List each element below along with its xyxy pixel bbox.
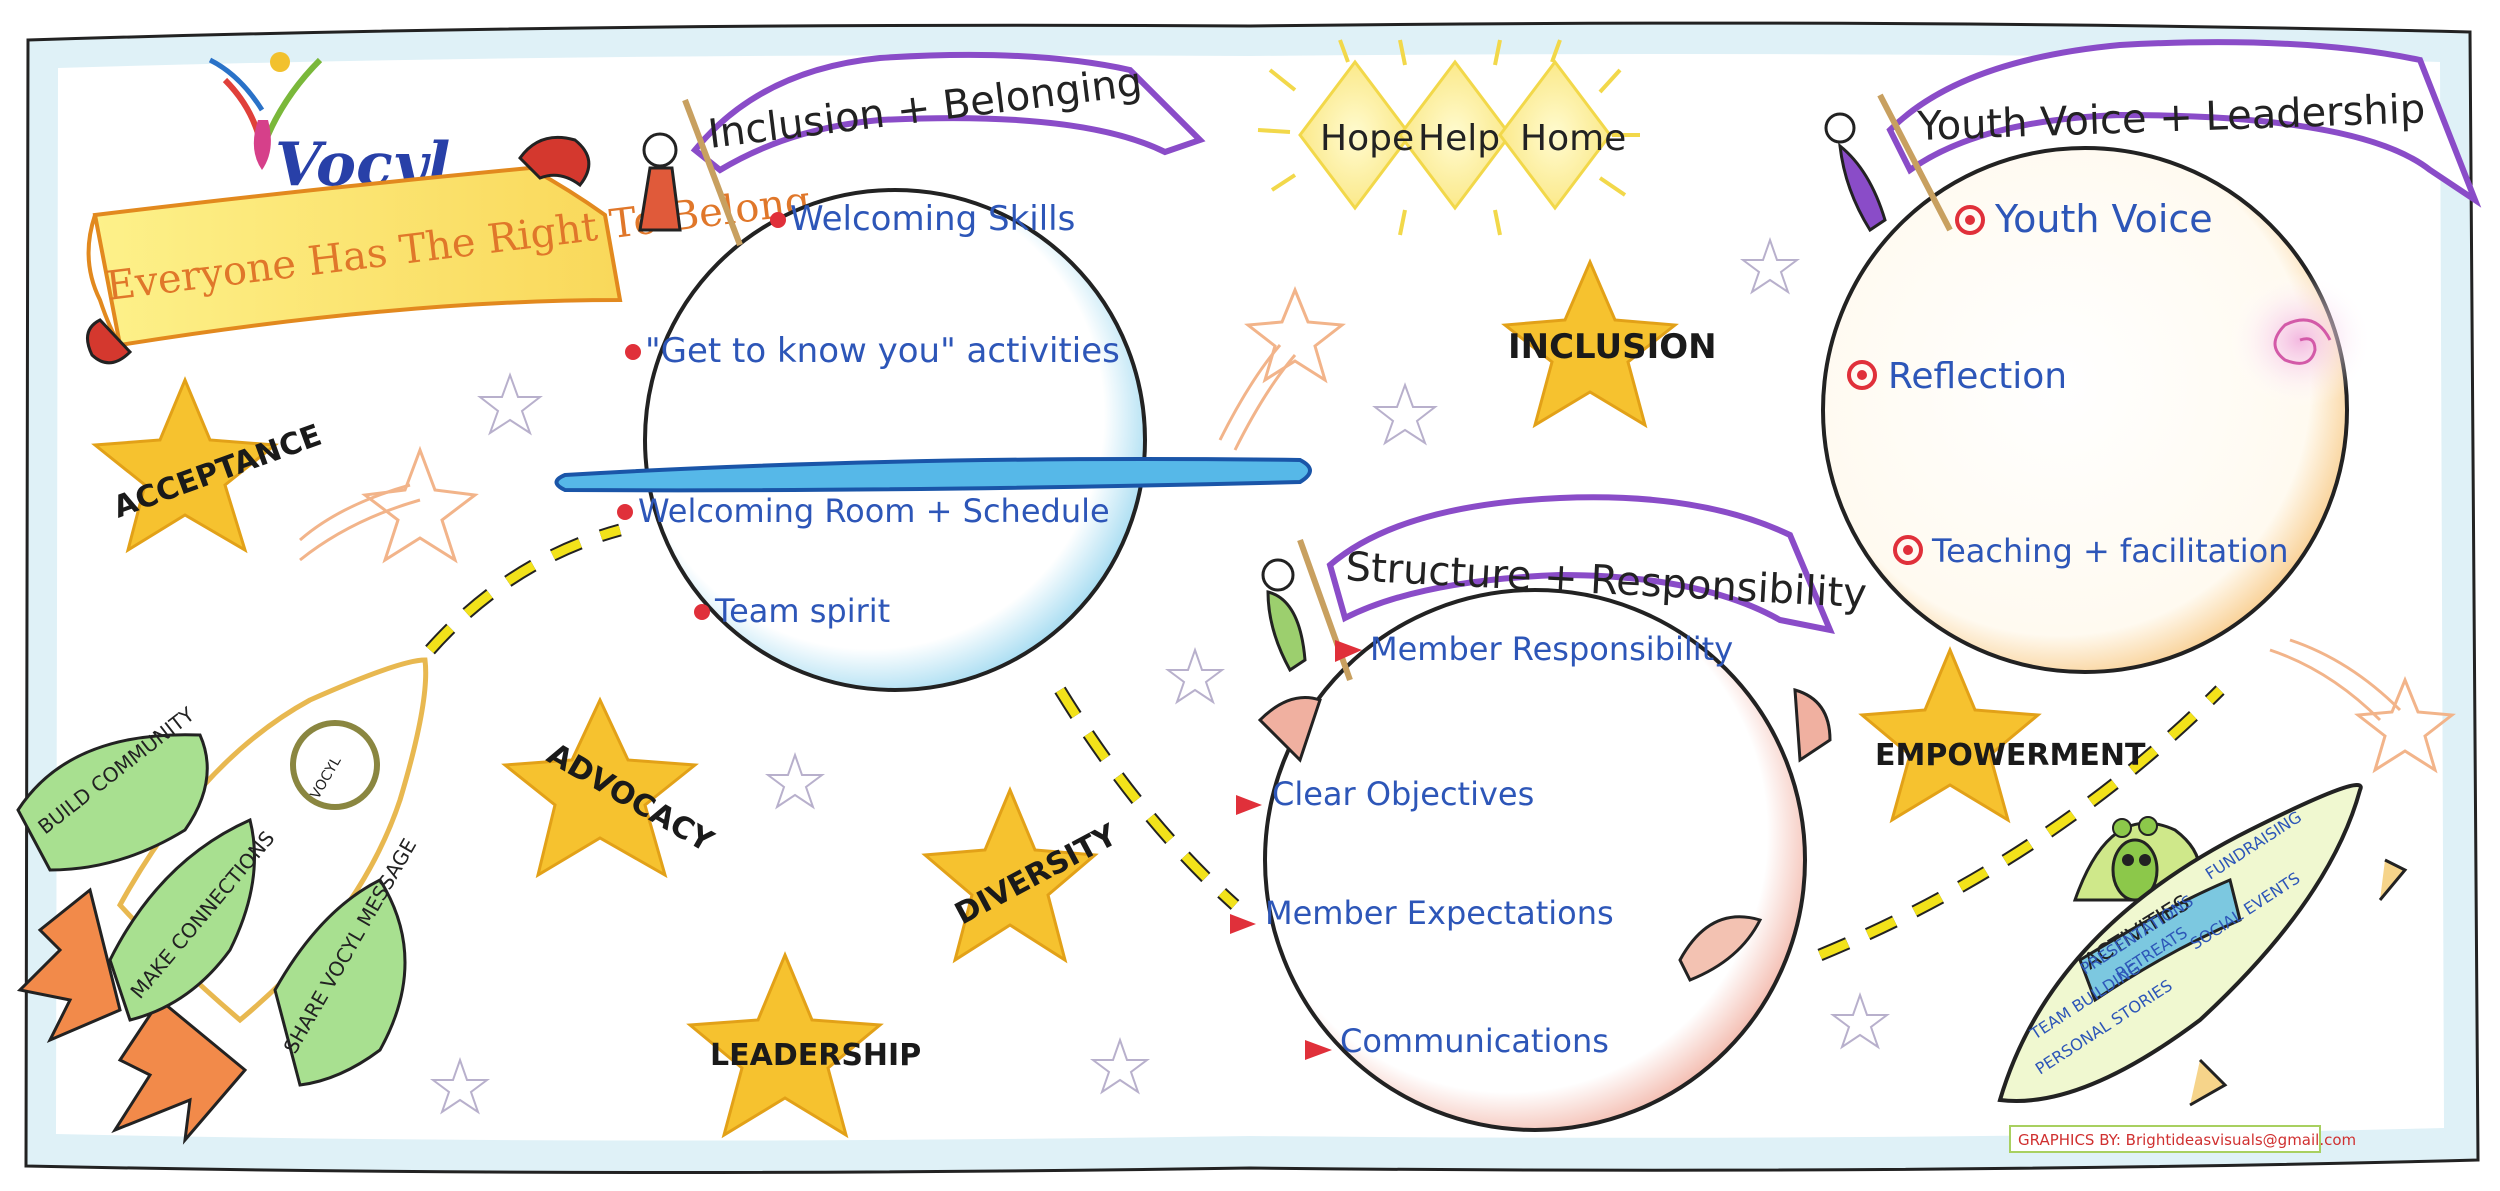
rocket-flame [16,887,122,1043]
flight-path-fill [426,525,2224,960]
ufo: ACTIVITIES PRESENTATIONS FUNDRAISING RET… [1997,783,2408,1107]
motto-banner: Everyone Has The Right To Belong [86,135,813,365]
list-item: Member Responsibility [1370,630,1733,668]
word-help: Help [1418,118,1500,159]
rocket-fin [16,733,209,872]
sparkle-stars [430,236,1890,1115]
word-hope: Hope [1320,118,1414,159]
planet-structure-responsibility: Structure + Responsibility Member Respon… [1230,494,1868,1132]
credit-text: GRAPHICS BY: Brightideasvisuals@gmail.co… [2018,1131,2356,1149]
list-item: Reflection [1888,356,2067,397]
item-list: Welcoming Skills "Get to know you" activ… [617,199,1120,630]
flag-figure [638,98,743,247]
rocket-window [290,720,380,810]
word-home: Home [1520,118,1626,159]
credit: GRAPHICS BY: Brightideasvisuals@gmail.co… [2009,1125,2356,1153]
shooting-stars [299,286,2456,774]
planet-blue [643,188,1147,692]
planet-youth-voice-leadership: Youth Voice + Leadership Youth Voice Ref… [1821,39,2482,674]
alien [2111,816,2159,902]
title-ribbon [1886,39,2482,208]
list-item: Welcoming Skills [790,199,1075,239]
star-empowerment: EMPOWERMENT [1858,646,2146,824]
list-item: Welcoming Room + Schedule [638,492,1110,530]
item-list: Youth Voice Reflection Teaching + facili… [1847,197,2289,570]
list-item: Communications [1340,1022,1609,1060]
list-item: Teaching + facilitation [1931,532,2289,570]
list-item: Youth Voice [1994,197,2213,241]
flag-figure [1261,538,1353,682]
list-item: Team spirit [714,592,890,630]
star-inclusion: INCLUSION [1501,258,1717,429]
planet-red [1263,588,1807,1132]
rocket-fin [108,817,256,1022]
ufo-band [2078,877,2242,1003]
rocket: VOCYL BUILD COMMUNITY MAKE CONNECTIONS S… [16,657,429,1145]
planet-ring [554,457,1312,493]
star-label: INCLUSION [1508,327,1717,367]
hope-help-home-sun: Hope Help Home [1257,39,1640,236]
rocket-fin [273,878,407,1087]
title-ribbon [690,51,1206,174]
flag-figure [1824,93,1953,233]
list-item: "Get to know you" activities [645,331,1120,371]
title-ribbon [1326,494,1835,635]
star-leadership: LEADERSHIP [686,951,921,1139]
star-label: EMPOWERMENT [1875,738,2146,773]
item-list: Member Responsibility Clear Objectives M… [1230,630,1733,1060]
list-item: Member Expectations [1265,894,1614,932]
rocket-flame [111,997,248,1145]
list-item: Clear Objectives [1272,775,1534,813]
planet-orange [1821,146,2349,674]
star-label: LEADERSHIP [710,1038,921,1073]
planet-inclusion-belonging: Inclusion + Belonging Welcoming Skills "… [554,51,1312,692]
